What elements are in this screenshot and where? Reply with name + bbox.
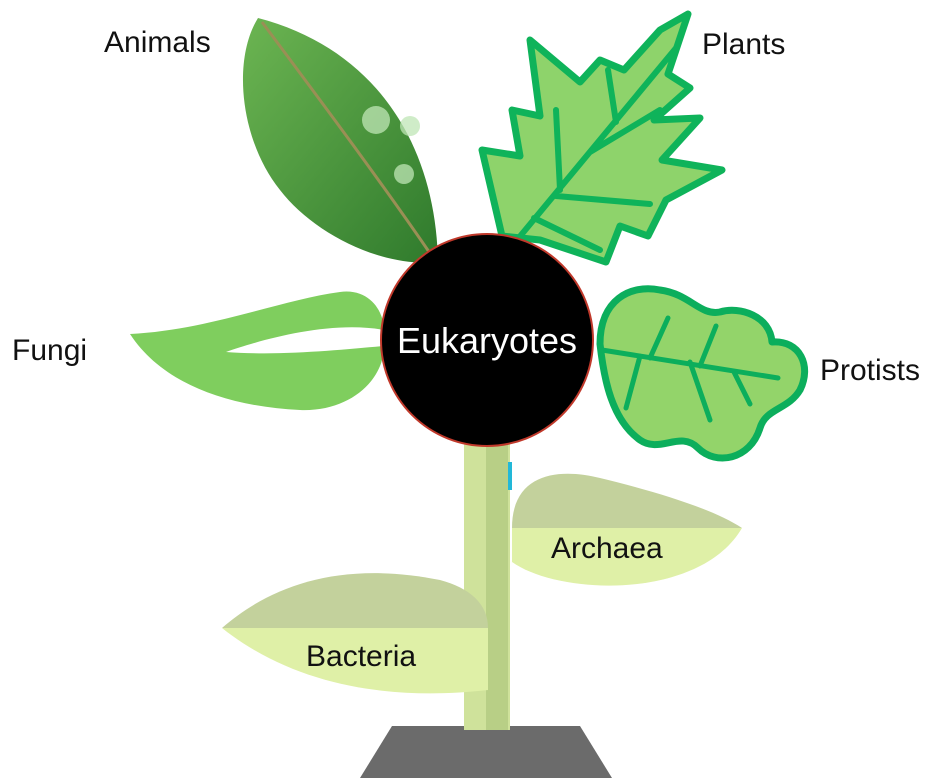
fungi-leaf [130,292,384,411]
animals-label: Animals [104,26,211,59]
plants-label: Plants [702,28,785,61]
protists-leaf [600,289,805,458]
archaea-leaf: Archaea [512,474,742,586]
animals-leaf [243,18,438,263]
pot [360,726,612,778]
protists-label: Protists [820,354,920,387]
eukaryotes-label: Eukaryotes [397,320,577,361]
fungi-label: Fungi [12,334,87,367]
bacteria-label: Bacteria [306,640,416,673]
archaea-label: Archaea [551,532,663,565]
plants-leaf [482,14,722,262]
bacteria-leaf: Bacteria [222,573,488,693]
eukaryotes-node: Eukaryotes [381,234,593,446]
